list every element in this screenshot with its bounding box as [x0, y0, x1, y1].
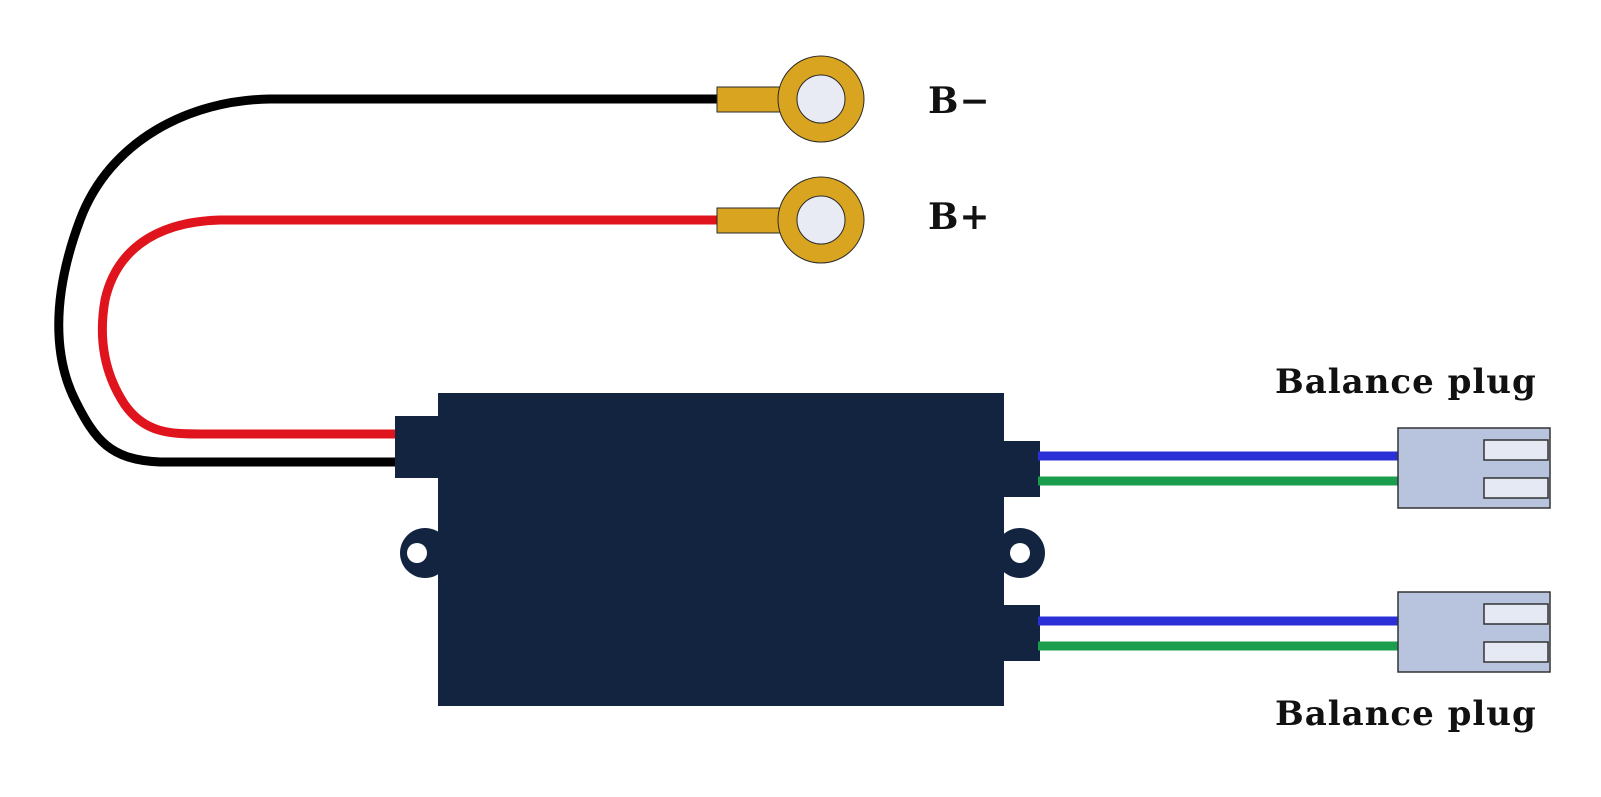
negative-ring-terminal	[716, 55, 865, 143]
balance-connector-block-top	[1002, 441, 1040, 497]
mounting-ear-left	[400, 528, 450, 578]
power-connector-block	[395, 416, 439, 478]
positive-wire	[97, 215, 725, 439]
balance-plug-bottom	[1397, 591, 1551, 673]
negative-wire	[54, 94, 725, 467]
negative-terminal-label: B−	[928, 80, 991, 122]
balancer-module-body	[438, 393, 1004, 706]
balance-plug-bottom-label: Balance plug	[1275, 694, 1537, 734]
mounting-ear-right	[995, 528, 1045, 578]
balance-connector-block-bottom	[1002, 605, 1040, 661]
balance-plug-top-label: Balance plug	[1275, 362, 1537, 402]
positive-ring-terminal	[716, 176, 865, 264]
positive-terminal-label: B+	[928, 196, 991, 238]
balance-plug-top	[1397, 427, 1551, 509]
